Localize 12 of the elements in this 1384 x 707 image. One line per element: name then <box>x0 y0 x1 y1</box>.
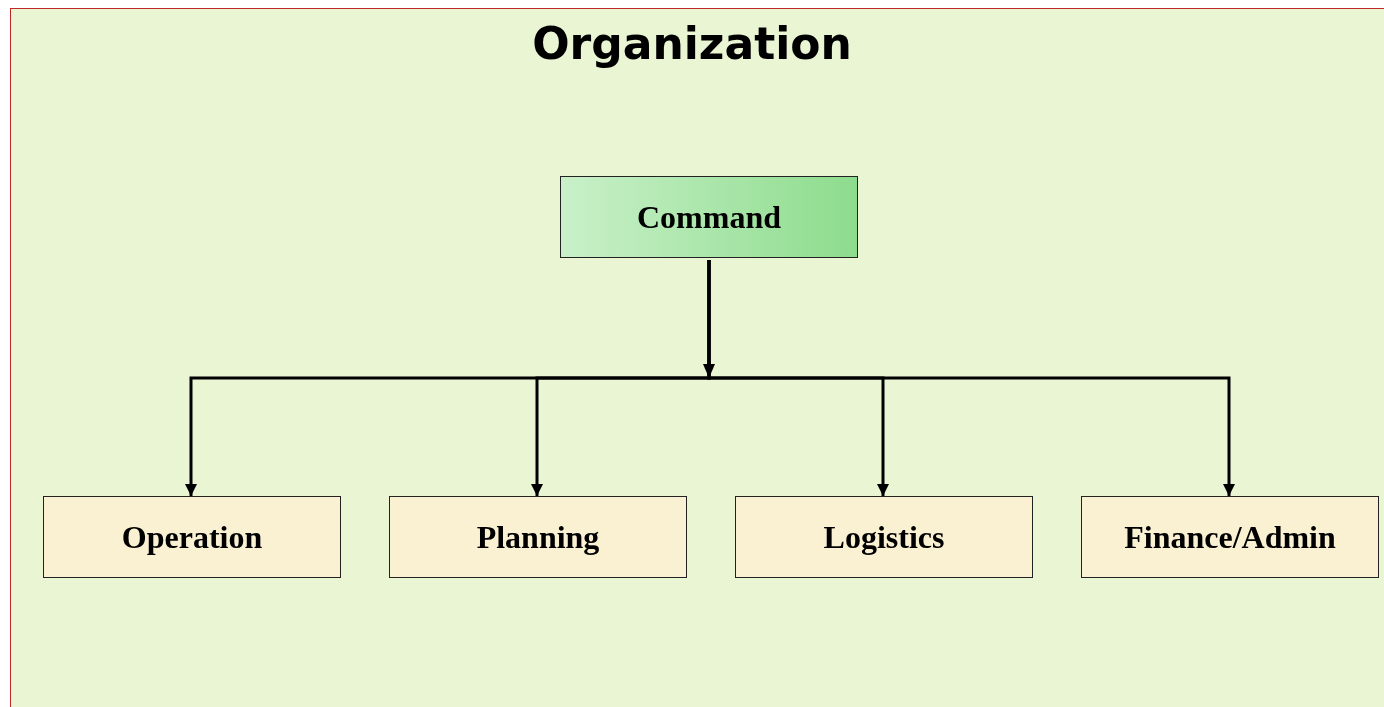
connector-arrow <box>707 260 1235 496</box>
command-box <box>560 176 858 258</box>
box-label: Finance/Admin <box>1124 518 1336 556</box>
unit-box <box>389 496 687 578</box>
title: Organization <box>531 18 853 69</box>
box-label: Command <box>637 198 781 236</box>
box-label: Logistics <box>823 518 945 556</box>
box-label: Operation <box>121 518 263 556</box>
unit-box <box>1081 496 1379 578</box>
unit-box <box>43 496 341 578</box>
unit-box <box>735 496 1033 578</box>
box-label: Planning <box>476 518 600 556</box>
